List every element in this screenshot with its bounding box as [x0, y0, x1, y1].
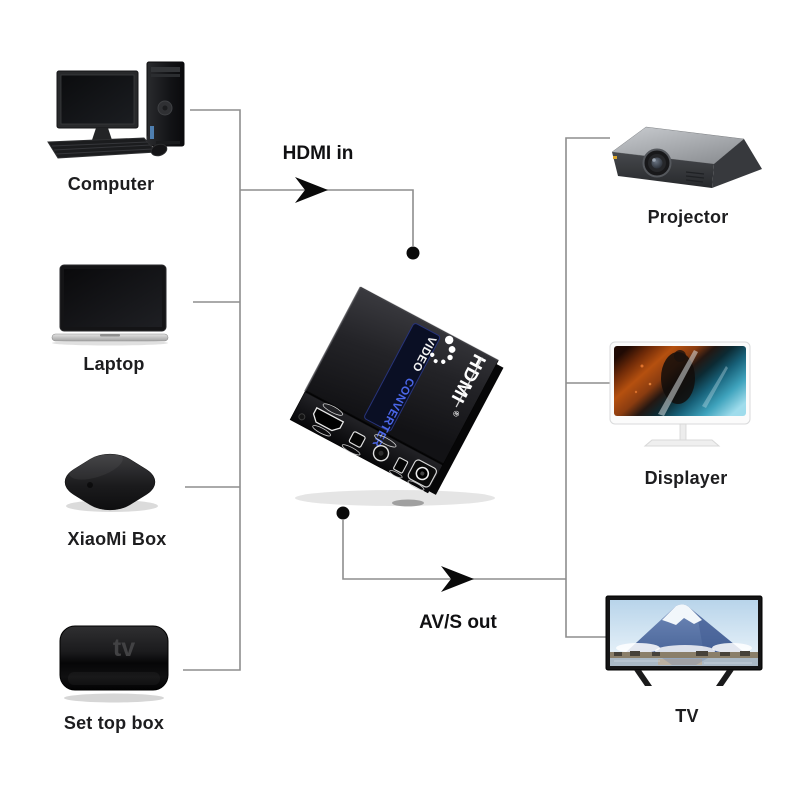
set-top-box-icon: tv	[59, 625, 169, 703]
computer-label: Computer	[67, 174, 155, 194]
svideo-port	[348, 431, 366, 448]
device-set-top-box: tv	[56, 620, 176, 706]
laptop-label: Laptop	[83, 354, 145, 374]
device-projector	[598, 112, 768, 204]
device-converter: VIDEO CONVERTER HDMI ®	[250, 250, 550, 530]
avs-out-arrow	[441, 566, 474, 592]
set-top-box-label: Set top box	[63, 713, 165, 733]
displayer-label: Displayer	[644, 468, 728, 488]
desktop-tower	[146, 61, 185, 147]
projector-indicator	[613, 156, 617, 159]
device-displayer	[602, 336, 762, 462]
computer-icon	[47, 61, 185, 159]
xiaomi-logo-mark	[87, 482, 93, 488]
set-top-box-logo-text: tv	[113, 634, 135, 662]
device-laptop	[43, 256, 177, 346]
tv-screen	[610, 600, 758, 666]
device-tv	[600, 590, 768, 694]
converter-icon: VIDEO CONVERTER HDMI ®	[289, 286, 504, 507]
device-computer	[38, 56, 190, 172]
displayer-icon	[609, 341, 751, 447]
tv-label: TV	[675, 706, 699, 726]
hdmi-in-arrow	[295, 177, 328, 203]
avs-out-line	[342, 520, 566, 580]
converter-ports	[298, 403, 438, 491]
hdmi-logo-reg: ®	[450, 409, 461, 419]
xiaomi-box-label: XiaoMi Box	[67, 529, 167, 549]
mouse	[146, 133, 168, 157]
left-bus-line	[183, 109, 241, 671]
tv-right-foot	[716, 670, 734, 686]
audio-port	[393, 457, 409, 474]
device-xiaomi-box	[48, 444, 182, 528]
screw-left	[298, 413, 306, 421]
avs-out-node-dot	[336, 506, 350, 520]
desktop-monitor	[56, 70, 139, 146]
hdmi-port	[312, 406, 345, 432]
hdmi-in-node-dot	[406, 246, 420, 260]
projector-label: Projector	[647, 207, 729, 227]
projector-lens	[642, 148, 672, 178]
laptop-icon	[51, 264, 169, 346]
avs-out-label: AV/S out	[419, 612, 497, 633]
keyboard	[47, 137, 158, 159]
hdmi-in-label: HDMI in	[282, 143, 354, 164]
tv-left-foot	[634, 670, 652, 686]
right-bus-line	[565, 137, 610, 638]
converter-dots-emblem	[430, 335, 456, 364]
xiaomi-box-icon	[64, 452, 158, 512]
hdmi-in-line	[240, 189, 414, 246]
tv-icon	[605, 595, 763, 686]
projector-icon	[611, 126, 762, 188]
